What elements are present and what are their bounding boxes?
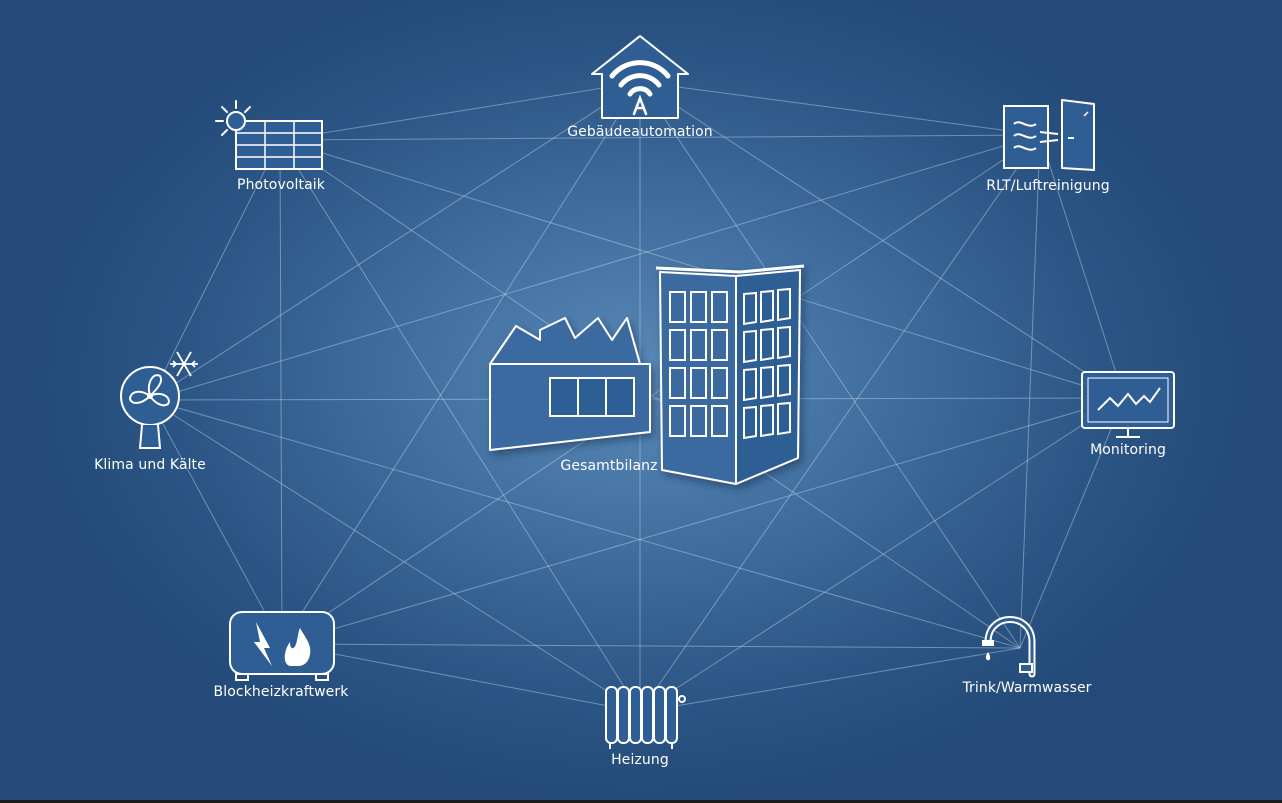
bottom-edge [0, 800, 1282, 803]
window [690, 367, 707, 399]
connection-line [149, 134, 1041, 401]
connection-line [639, 81, 1041, 136]
node-label-rlt: RLT/Luftreinigung [986, 178, 1110, 194]
connection-line [281, 81, 641, 645]
window [777, 287, 791, 322]
connection-line [639, 134, 1041, 713]
connection-line [281, 643, 1021, 649]
window [669, 329, 686, 361]
node-label-pv: Photovoltaik [237, 177, 325, 193]
node-label-gebaeudeautomation: Gebäudeautomation [567, 124, 713, 140]
fan-snowflake-icon [120, 351, 198, 449]
wifi-house-icon [591, 35, 689, 119]
center-label: Gesamtbilanz [560, 458, 658, 474]
node-label-monitoring: Monitoring [1090, 442, 1166, 458]
node-label-trinkwasser: Trink/Warmwasser [962, 680, 1092, 696]
window [711, 405, 728, 437]
monitor-chart-icon [1081, 371, 1175, 438]
window [669, 291, 686, 323]
node-label-bhkw: Blockheizkraftwerk [213, 684, 349, 700]
connection-line [639, 81, 1125, 399]
window [743, 405, 757, 440]
window [690, 329, 707, 361]
connection-line [639, 647, 1021, 713]
factory-icon [489, 317, 651, 451]
connection-line [1019, 397, 1125, 649]
connection-line [149, 399, 641, 713]
office-building-icon [655, 264, 805, 485]
solar-panel-icon [215, 100, 323, 170]
node-label-heizung: Heizung [611, 752, 669, 768]
connection-line [1039, 134, 1125, 399]
connection-line [639, 397, 1125, 713]
window [743, 367, 757, 402]
window [743, 291, 757, 326]
connection-line [281, 397, 1125, 645]
window [777, 363, 791, 398]
window [690, 405, 707, 437]
window [743, 329, 757, 364]
connection-line [281, 643, 641, 713]
radiator-icon [605, 686, 686, 749]
window [711, 367, 728, 399]
connection-line [1019, 134, 1041, 649]
window [760, 365, 774, 400]
window [669, 405, 686, 437]
window [760, 289, 774, 324]
window [711, 291, 728, 323]
window [777, 401, 791, 436]
connection-line [279, 134, 1041, 141]
connection-line [149, 399, 283, 645]
window [669, 367, 686, 399]
connection-line [149, 399, 1021, 649]
power-flame-icon [229, 611, 335, 681]
window [711, 329, 728, 361]
connection-line [279, 139, 641, 713]
window [690, 291, 707, 323]
window [760, 327, 774, 362]
ventilation-door-icon [1003, 99, 1095, 171]
connection-line [149, 139, 281, 401]
faucet-icon [982, 616, 1036, 678]
node-label-klima: Klima und Kälte [94, 457, 206, 473]
window [777, 325, 791, 360]
connection-line [149, 81, 641, 401]
connection-line [639, 81, 1021, 649]
connection-line [279, 81, 641, 141]
window [760, 403, 774, 438]
connection-line [279, 139, 283, 645]
